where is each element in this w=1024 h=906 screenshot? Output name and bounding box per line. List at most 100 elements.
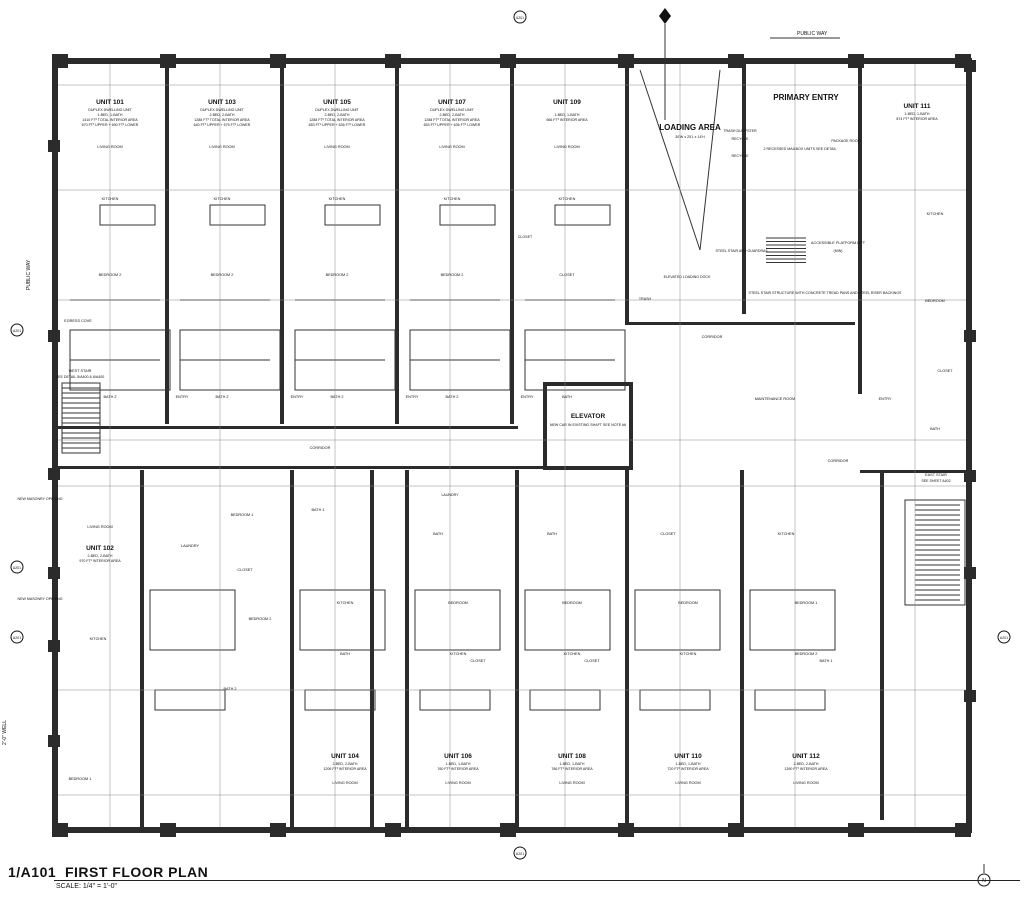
unit-area: 1288 FT² TOTAL INTERIOR AREA: [424, 118, 480, 122]
room-label: KITCHEN: [102, 197, 119, 201]
trash-room-label: TRASH: [639, 297, 652, 301]
unit-area-split: 653 FT² UPPER + 636 FT² LOWER: [424, 123, 481, 127]
room-label: BATH 1: [819, 659, 832, 663]
section-marker-bottom: A201: [513, 846, 527, 860]
unit-desc: DUPLEX DWELLING UNIT: [88, 108, 132, 112]
room-label: BEDROOM 2: [99, 273, 122, 277]
loading-ramp-line: [639, 69, 701, 251]
room-label: KITCHEN: [444, 197, 461, 201]
demising-wall: [625, 470, 629, 828]
svg-text:A201: A201: [13, 636, 21, 640]
kitchen-counter: [209, 204, 266, 226]
room-label: BEDROOM 2: [249, 617, 272, 621]
room-label: KITCHEN: [680, 652, 697, 656]
unit-name: UNIT 104: [331, 753, 359, 760]
exterior-wall-west: [52, 58, 58, 833]
room-label: BEDROOM: [925, 299, 945, 303]
unit-beds: 1-BED, 1-BATH: [559, 762, 584, 766]
svg-text:A201: A201: [1000, 636, 1008, 640]
room-label: BEDROOM 2: [795, 652, 818, 656]
unit-name: UNIT 102: [86, 545, 114, 552]
unit-area: 566 FT² INTERIOR AREA: [546, 118, 588, 122]
pilaster-south: [500, 823, 516, 837]
room-label: BATH 2: [223, 687, 236, 691]
kitchen-counter: [419, 689, 491, 711]
unit-name: UNIT 111: [903, 103, 930, 110]
loading-ramp-line: [699, 69, 721, 251]
demising-wall: [395, 64, 399, 424]
drawing-name: FIRST FLOOR PLAN: [64, 864, 209, 880]
demising-wall: [140, 470, 144, 828]
elevated-dock-label: ELEVATED LOADING DOCK: [664, 275, 711, 279]
room-label: BEDROOM: [678, 601, 698, 605]
north-arrow-icon: N: [977, 864, 991, 887]
pilaster-north: [52, 54, 68, 68]
corridor-wall: [58, 426, 518, 429]
egress-cove-label: EGRESS COVE: [64, 319, 92, 323]
room-label: BATH: [562, 395, 572, 399]
room-label: KITCHEN: [927, 212, 944, 216]
east-stair-label: EAST STAIR: [925, 473, 947, 477]
unit-beds: 1-BED, 1-BATH: [904, 112, 929, 116]
room-label: LIVING ROOM: [439, 145, 464, 149]
room-label: BEDROOM 2: [326, 273, 349, 277]
laundry-label: LAUNDRY: [441, 493, 459, 497]
room-label: CLOSET: [470, 659, 486, 663]
pilaster-south: [955, 823, 971, 837]
bedroom-block: [749, 589, 836, 651]
room-label: KITCHEN: [778, 532, 795, 536]
masonry-opening-label: NEW MASONRY OPENING: [18, 497, 63, 501]
west-stair-outline: [61, 382, 101, 454]
west-stair-note: SEE DETAIL 5/A400 & 6/A400: [56, 375, 105, 379]
demising-wall: [405, 470, 409, 828]
room-label: BEDROOM: [448, 601, 468, 605]
room-label: LIVING ROOM: [324, 145, 349, 149]
room-label: BATH: [547, 532, 557, 536]
room-label: LIVING ROOM: [793, 781, 818, 785]
pilaster-east: [964, 690, 976, 702]
pilaster-north: [728, 54, 744, 68]
demising-wall: [515, 470, 519, 828]
room-label: LIVING ROOM: [675, 781, 700, 785]
corridor-label-3: CORRIDOR: [828, 459, 849, 463]
street-label-left: PUBLIC WAY: [26, 259, 32, 290]
unit-name: UNIT 105: [323, 99, 351, 106]
svg-text:A201: A201: [13, 566, 21, 570]
room-label: CLOSET: [937, 369, 953, 373]
room-label: BEDROOM: [562, 601, 582, 605]
room-label: LIVING ROOM: [559, 781, 584, 785]
pilaster-west: [48, 640, 60, 652]
room-label: ENTRY: [291, 395, 304, 399]
pilaster-west: [48, 330, 60, 342]
structural-walls: [48, 54, 976, 837]
room-label: BEDROOM 1: [69, 777, 92, 781]
room-label: BATH: [930, 427, 940, 431]
interior-partitions: [58, 64, 966, 827]
room-label: KITCHEN: [450, 652, 467, 656]
unit-beds: 1-BED, 1-BATH: [675, 762, 700, 766]
room-label: BATH 2: [215, 395, 228, 399]
bedroom-block: [149, 589, 236, 651]
unit-area: 1288 FT² TOTAL INTERIOR AREA: [309, 118, 365, 122]
unit-name: UNIT 101: [96, 99, 124, 106]
kitchen-counter: [754, 689, 826, 711]
mailbox-note: 2 RECESSED MAILBOX UNITS SEE DETAIL: [763, 147, 836, 151]
east-stair-note: SEE SHEET A402: [921, 479, 950, 483]
room-label: CLOSET: [237, 568, 253, 572]
section-marker-right: A201: [997, 630, 1011, 644]
unit-beds: 1-BED, 1-BATH: [97, 113, 122, 117]
unit-area: 786 FT² INTERIOR AREA: [551, 767, 593, 771]
kitchen-counter: [304, 689, 376, 711]
elevator-note: NEW CAR IN EXISTING SHAFT SEE NOTE #6: [550, 423, 626, 427]
trash-dumpster-label: TRASH DUMPSTER: [723, 129, 757, 133]
room-label: CLOSET: [660, 532, 676, 536]
bedroom-block: [299, 589, 386, 651]
room-label: BATH 2: [445, 395, 458, 399]
room-label: CLOSET: [584, 659, 600, 663]
platform-lift-label: ACCESSIBLE PLATFORM LIFT: [811, 241, 866, 245]
unit-name: UNIT 109: [553, 99, 581, 106]
room-label: LIVING ROOM: [97, 145, 122, 149]
unit-area: 1206 FT² INTERIOR AREA: [323, 767, 367, 771]
unit-beds: 1-BED, 1-BATH: [554, 113, 579, 117]
